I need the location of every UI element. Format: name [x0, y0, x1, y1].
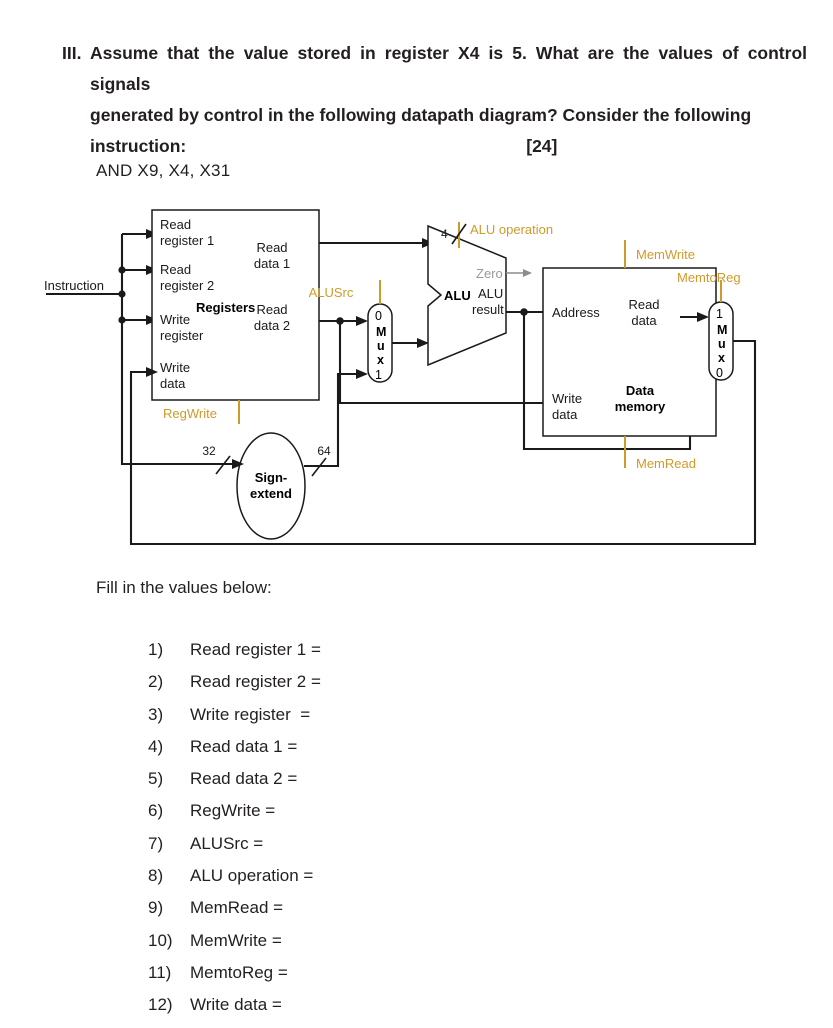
alu-operation-control-label: ALU operation: [470, 222, 553, 237]
register-file-input-3-line2: register: [160, 328, 204, 343]
answer-label: RegWrite =: [190, 801, 276, 821]
question-marks: [24]: [526, 136, 558, 156]
answer-label: MemWrite =: [190, 930, 282, 950]
data-memory-input-address: Address: [552, 305, 600, 320]
list-item: 4) Read data 1 =: [148, 737, 568, 769]
question-numeral: III.: [62, 43, 82, 63]
answer-label: MemRead =: [190, 898, 284, 918]
memtoreg-mux-letter-x: x: [718, 351, 725, 365]
alu-result-line1: ALU: [478, 286, 503, 301]
answer-number: 6): [148, 801, 164, 821]
answer-number: 1): [148, 640, 164, 659]
sign-extend-line1: Sign-: [255, 470, 288, 485]
register-file-input-4-line2: data: [160, 376, 186, 391]
sign-extend-line2: extend: [250, 486, 292, 501]
answer-number: 5): [148, 769, 164, 789]
data-memory-input-write-data-line2: data: [552, 407, 578, 422]
sign-extend-shape: [236, 432, 306, 540]
answer-label: Read data 1 =: [190, 736, 298, 756]
data-memory-output-read-data-line1: Read: [628, 297, 659, 312]
answer-label: Read register 2 =: [190, 672, 321, 692]
answer-label: Write register =: [190, 704, 311, 724]
list-item: 12) Write data =: [148, 995, 568, 1027]
sign-extend-input-width-label: 32: [202, 444, 216, 458]
register-file-input-2-line1: Read: [160, 262, 191, 277]
question-line-1: Assume that the value stored in register…: [90, 43, 807, 94]
list-item: 9) MemRead =: [148, 898, 568, 930]
answer-label: ALUSrc =: [190, 833, 264, 853]
answer-number: 12): [148, 995, 173, 1015]
alusrc-mux-letter-m: M: [376, 325, 386, 339]
answer-label: Write data =: [190, 995, 282, 1015]
alu-zero-label: Zero: [476, 266, 503, 281]
alusrc-mux-input-0-label: 0: [375, 309, 382, 323]
answer-label: Read data 2 =: [190, 769, 298, 789]
answer-label: ALU operation =: [190, 866, 314, 886]
answer-label: Read register 1 =: [190, 640, 321, 659]
answer-number: 9): [148, 898, 164, 918]
answer-number: 11): [148, 962, 172, 982]
list-item: 5) Read data 2 =: [148, 769, 568, 801]
register-file-output-2-line1: Read: [256, 302, 287, 317]
alu-result-line2: result: [472, 302, 504, 317]
alu-operation-width-label: 4: [441, 227, 448, 241]
answer-number: 10): [148, 930, 173, 950]
regwrite-control-label: RegWrite: [163, 406, 217, 421]
data-memory-title-line1: Data: [626, 383, 655, 398]
answer-number: 3): [148, 704, 164, 724]
datapath-diagram: Instruction Read register 1 Read registe…: [0, 196, 833, 568]
data-memory-output-read-data-line2: data: [631, 313, 657, 328]
question-body: Assume that the value stored in register…: [90, 38, 807, 162]
register-file-output-1-line1: Read: [256, 240, 287, 255]
memwrite-control-label: MemWrite: [636, 247, 695, 262]
data-memory-box: [542, 267, 717, 437]
list-item: 2) Read register 2 =: [148, 672, 568, 704]
answer-number: 7): [148, 833, 164, 853]
sign-extend-output-width-label: 64: [317, 444, 331, 458]
list-item: 6) RegWrite =: [148, 801, 568, 833]
answer-number: 4): [148, 736, 164, 756]
question-row: III. Assume that the value stored in reg…: [62, 38, 807, 162]
register-file-input-3-line1: Write: [160, 312, 190, 327]
answer-number: 8): [148, 866, 164, 886]
register-file-input-2-line2: register 2: [160, 278, 214, 293]
register-file-box: [151, 209, 320, 401]
memtoreg-mux-letter-u: u: [718, 337, 726, 351]
memtoreg-mux-input-0-label: 0: [716, 366, 723, 380]
list-item: 10) MemWrite =: [148, 931, 568, 963]
data-memory-input-write-data-line1: Write: [552, 391, 582, 406]
alusrc-control-label: ALUSrc: [309, 285, 354, 300]
list-item: 7) ALUSrc =: [148, 834, 568, 866]
answer-list: 1) Read register 1 = 2) Read register 2 …: [148, 640, 568, 1028]
register-file-output-1-line2: data 1: [254, 256, 290, 271]
answer-number: 2): [148, 672, 164, 692]
answer-label: MemtoReg =: [190, 962, 288, 982]
alusrc-mux-input-1-label: 1: [375, 368, 382, 382]
memtoreg-control-label: MemtoReg: [677, 270, 741, 285]
list-item: 11) MemtoReg =: [148, 963, 568, 995]
list-item: 3) Write register =: [148, 705, 568, 737]
question-line-3-row: instruction: [24]: [90, 131, 807, 162]
question-block: III. Assume that the value stored in reg…: [62, 38, 807, 162]
memread-control-label: MemRead: [636, 456, 696, 471]
register-file-input-4-line1: Write: [160, 360, 190, 375]
instruction-bus-label: Instruction: [44, 278, 104, 293]
memtoreg-mux-input-1-label: 1: [716, 307, 723, 321]
alusrc-mux-letter-x: x: [377, 353, 384, 367]
list-item: 1) Read register 1 =: [148, 640, 568, 672]
alusrc-mux-letter-u: u: [377, 339, 385, 353]
memtoreg-mux-letter-m: M: [717, 323, 727, 337]
register-file-output-2-line2: data 2: [254, 318, 290, 333]
register-file-input-1-line1: Read: [160, 217, 191, 232]
list-item: 8) ALU operation =: [148, 866, 568, 898]
question-line-2: generated by control in the following da…: [90, 105, 752, 125]
alu-label: ALU: [444, 288, 471, 303]
question-line-3: instruction:: [90, 136, 187, 156]
assembly-instruction: AND X9, X4, X31: [96, 161, 231, 180]
register-file-input-1-line2: register 1: [160, 233, 214, 248]
fill-in-values-label: Fill in the values below:: [96, 578, 272, 597]
register-file-title: Registers: [196, 300, 255, 315]
data-memory-title-line2: memory: [615, 399, 666, 414]
alu-shape: [427, 224, 507, 367]
